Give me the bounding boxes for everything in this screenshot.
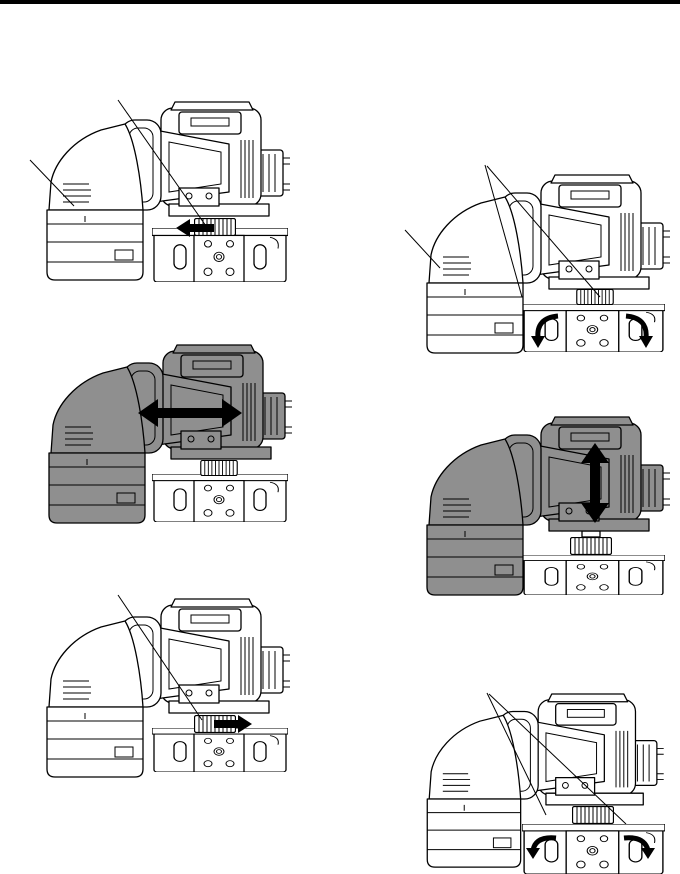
knob-icon [572,806,614,824]
figure-1 [29,99,290,282]
curved-arrow-icon [625,313,649,339]
figure-6 [426,692,665,874]
leader-line [404,229,441,269]
leader-line [486,165,601,298]
leader-line [117,99,207,227]
curved-arrow-icon [530,835,557,851]
arrow-right-icon [214,715,252,733]
camera-mount [152,474,288,522]
mount-stem [581,530,601,538]
header-rule [0,0,680,4]
camera-mount [522,555,665,595]
figure-2 [48,344,292,524]
arrow-left-icon [176,219,214,237]
knob-icon [200,460,238,476]
arrow-left-right-icon [138,399,242,427]
curved-arrow-head [639,336,653,348]
curved-arrow-icon [623,835,651,851]
curved-arrow-icon [535,313,559,339]
leader-line [488,693,627,825]
camera-mount [152,728,288,772]
figure-4 [404,164,670,354]
leader-line [484,164,523,298]
curved-arrow-head [526,848,540,859]
figure-5 [426,416,670,596]
figure-3 [46,594,290,778]
leader-line [117,594,203,721]
camera-mount [152,228,288,282]
leader-line [29,159,75,207]
arrow-up-down-icon [581,443,609,523]
leader-line [486,692,547,816]
curved-arrow-head [531,336,545,348]
curved-arrow-head [641,848,655,859]
knob-icon [570,537,612,555]
